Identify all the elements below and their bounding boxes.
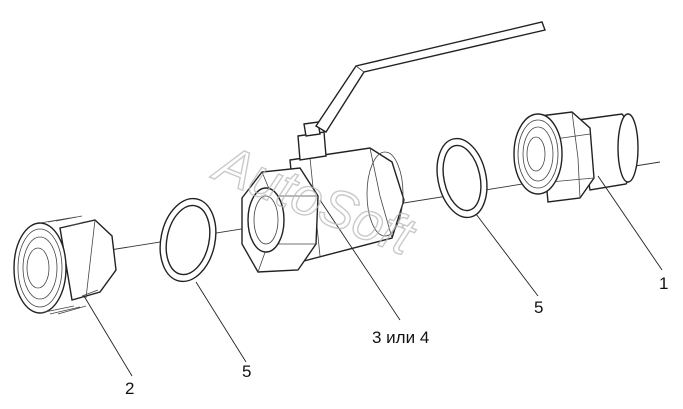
leader-line-2: [83, 295, 133, 377]
label-part-2: 2: [125, 379, 134, 398]
label-part-5-right: 5: [534, 298, 543, 317]
fitting-right-part-1: [513, 111, 639, 203]
label-part-5-left: 5: [242, 362, 251, 381]
leader-line-5-right: [475, 213, 539, 297]
valve-body-part-3-4: [241, 21, 546, 273]
seal-ring-left-part-5: [159, 197, 217, 283]
leader-line-1: [597, 175, 663, 271]
leader-line-5-left: [195, 281, 247, 363]
label-part-3-4: 3 или 4: [372, 328, 429, 347]
leader-line-3-4: [319, 199, 401, 321]
label-part-1: 1: [659, 274, 668, 293]
fitting-left-part-2: [13, 215, 117, 315]
seal-ring-right-part-5: [436, 137, 488, 219]
